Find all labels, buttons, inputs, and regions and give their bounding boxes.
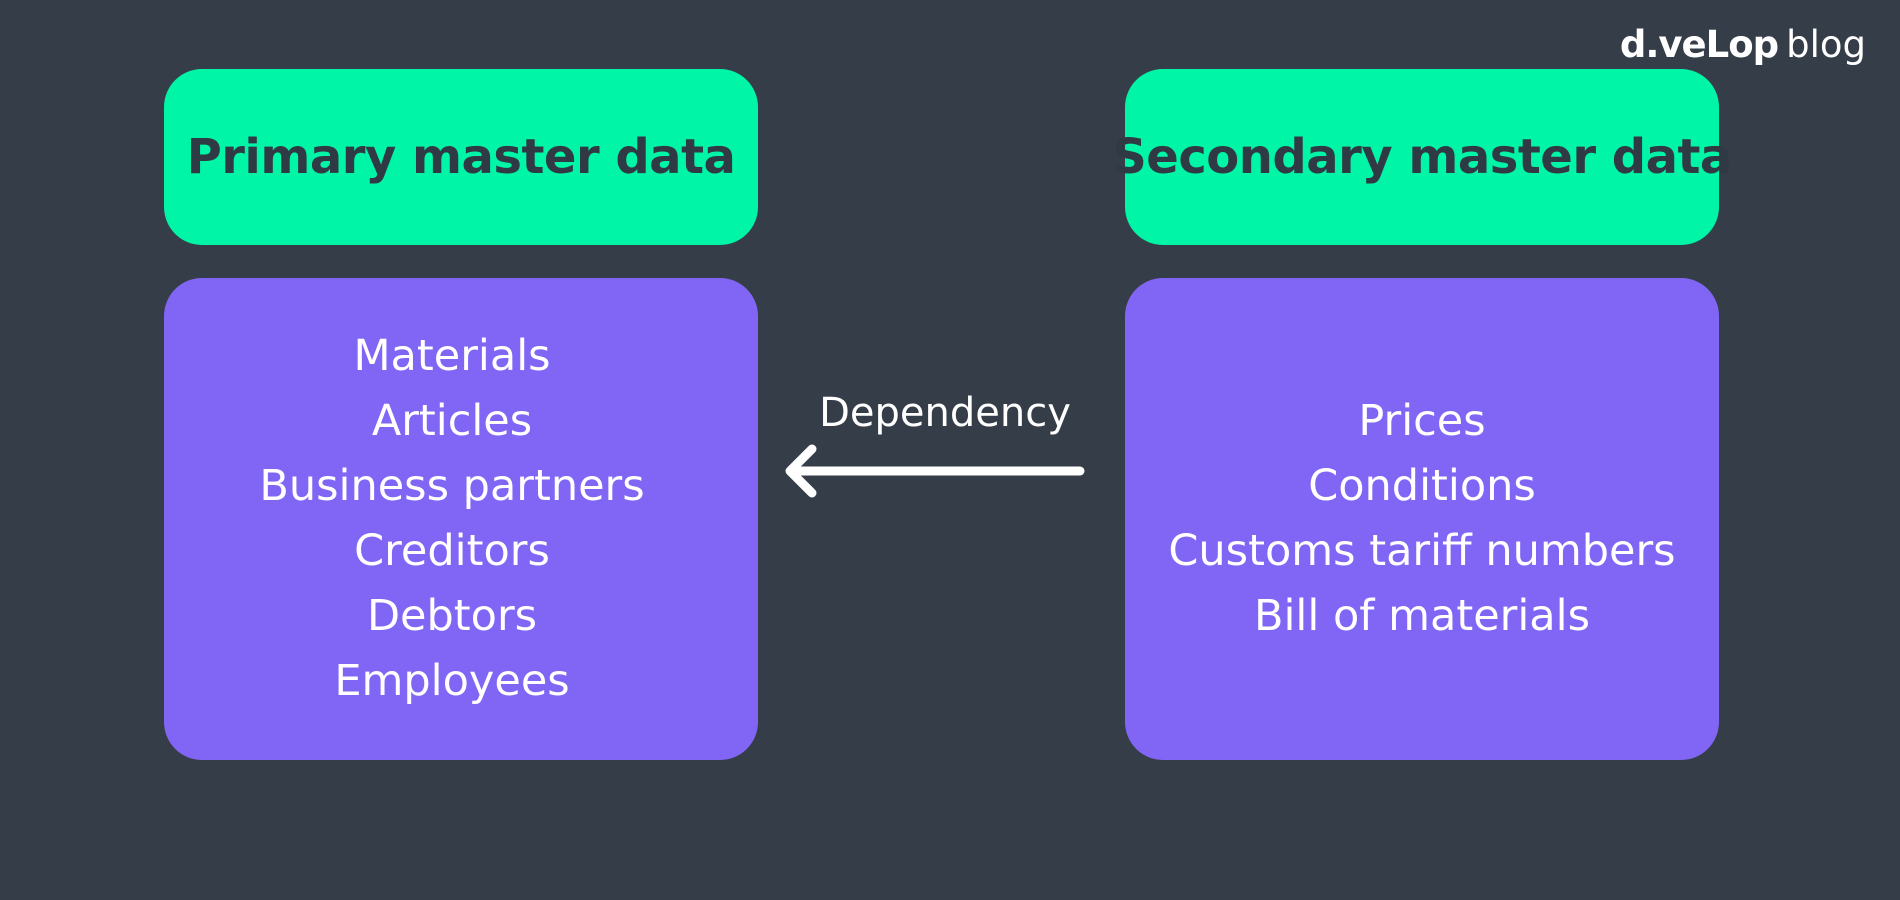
secondary-list-item: Conditions <box>1308 461 1536 511</box>
secondary-list-item: Prices <box>1358 396 1486 446</box>
dependency-arrow <box>785 444 1085 498</box>
secondary-master-data-header: Secondary master data <box>1112 69 1732 245</box>
primary-list-item: Materials <box>353 331 551 381</box>
primary-list-item: Creditors <box>354 526 550 576</box>
logo-suffix: blog <box>1786 23 1866 66</box>
secondary-master-data-title: Secondary master data <box>1112 129 1732 185</box>
primary-list-item: Debtors <box>366 591 538 641</box>
logo-brand: d.veLop <box>1619 23 1779 66</box>
secondary-master-data-list: Prices Conditions Customs tariff numbers… <box>1125 278 1719 760</box>
primary-list-item: Business partners <box>259 461 645 511</box>
secondary-list-item: Bill of materials <box>1253 591 1590 641</box>
dependency-label: Dependency <box>819 390 1071 436</box>
primary-master-data-title: Primary master data <box>186 129 736 185</box>
primary-list-item: Employees <box>334 656 570 706</box>
primary-master-data-header: Primary master data <box>164 69 758 245</box>
secondary-list-item: Customs tariff numbers <box>1168 526 1676 576</box>
primary-list-item: Articles <box>371 396 533 446</box>
arrow-head <box>785 444 817 498</box>
primary-master-data-list: Materials Articles Business partners Cre… <box>164 278 758 760</box>
